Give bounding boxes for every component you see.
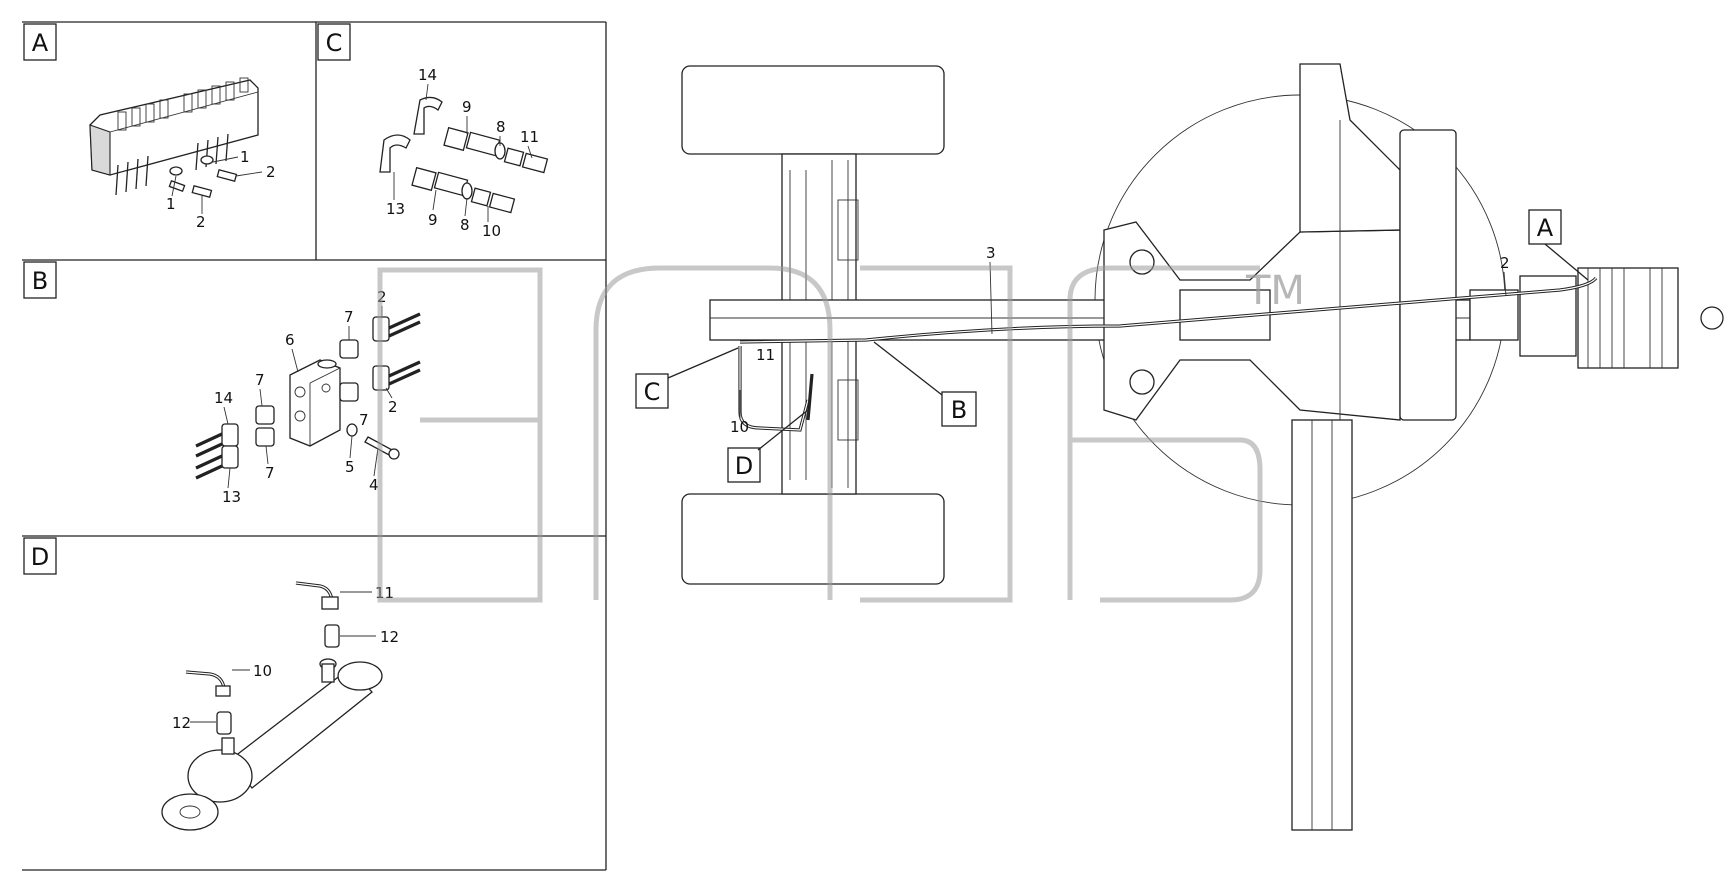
- panel-d-cylinder: [161, 581, 383, 831]
- panel-c-letter-text: C: [326, 29, 343, 57]
- callout-b-5: 14: [214, 389, 233, 407]
- callout-c-2: 9: [462, 98, 472, 116]
- callout-a-2: 2: [266, 163, 276, 181]
- callout-b-7: 7: [359, 411, 369, 429]
- panel-d-letter-text: D: [31, 543, 49, 571]
- callout-d-3: 10: [253, 662, 272, 680]
- callout-c-1: 14: [418, 66, 437, 84]
- panel-b-letter: B: [23, 261, 57, 299]
- callout-main-10: 10: [730, 418, 749, 436]
- callout-b-1: 7: [344, 308, 354, 326]
- callout-b-11: 4: [369, 476, 379, 494]
- callout-d-2: 12: [380, 628, 399, 646]
- callout-a-1: 1: [240, 148, 250, 166]
- callout-b-8: 7: [265, 464, 275, 482]
- view-tag-d: D: [727, 409, 809, 483]
- main-machine-drawing: [681, 63, 1724, 831]
- watermark-trademark: TM: [1245, 268, 1305, 314]
- callout-b-9: 13: [222, 488, 241, 506]
- panel-b-manifold: [289, 359, 341, 447]
- callout-c-7: 8: [460, 216, 470, 234]
- callout-main-2: 2: [1500, 254, 1510, 272]
- callout-b-3: 6: [285, 331, 295, 349]
- callout-c-3: 8: [496, 118, 506, 136]
- main-callouts: 3 2 10 11: [730, 244, 1510, 436]
- view-tag-d-text: D: [735, 452, 753, 480]
- watermark-logo: TM: [377, 265, 1305, 603]
- panel-a-letter: A: [23, 23, 57, 61]
- panel-a-letter-text: A: [32, 29, 49, 57]
- view-tag-c-text: C: [644, 378, 661, 406]
- callout-b-10: 5: [345, 458, 355, 476]
- panel-b-letter-text: B: [32, 267, 48, 295]
- callout-b-4: 7: [255, 371, 265, 389]
- panel-d-callouts: 11 12 10 12: [172, 584, 399, 732]
- panel-a-valve-bank: [89, 77, 259, 198]
- callout-main-11: 11: [756, 346, 775, 364]
- callout-c-6: 9: [428, 211, 438, 229]
- view-tag-b-text: B: [951, 396, 967, 424]
- panel-c-letter: C: [317, 23, 351, 61]
- callout-c-8: 10: [482, 222, 501, 240]
- callout-c-4: 11: [520, 128, 539, 146]
- callout-b-6: 2: [388, 398, 398, 416]
- callout-c-5: 13: [386, 200, 405, 218]
- callout-d-4: 12: [172, 714, 191, 732]
- panel-c-callouts: 14 9 8 11 13 9 8 10: [386, 66, 539, 240]
- panel-c-fittings: [379, 96, 549, 214]
- view-tag-a-text: A: [1537, 214, 1554, 242]
- callout-a-4: 2: [196, 213, 206, 231]
- callout-a-3: 1: [166, 195, 176, 213]
- callout-main-3: 3: [986, 244, 996, 262]
- panel-d-letter: D: [23, 537, 57, 575]
- view-tag-a: A: [1528, 209, 1589, 281]
- view-tag-c: C: [635, 347, 739, 409]
- panel-a-callouts: 1 2 1 2: [166, 148, 276, 231]
- view-tag-b: B: [873, 341, 977, 427]
- panel-frames: [22, 21, 607, 871]
